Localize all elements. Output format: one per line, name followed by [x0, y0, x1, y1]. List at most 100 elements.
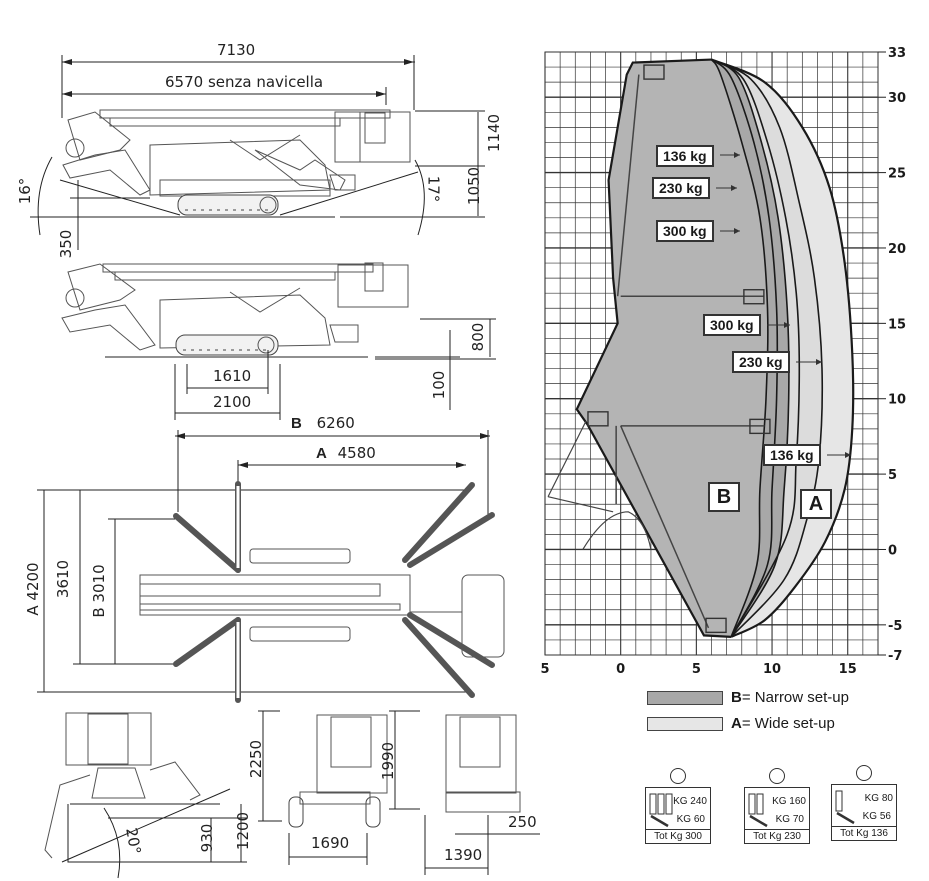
dim-1390: 1390 [444, 846, 483, 864]
load-tag-230: KG 160 KG 70 Tot Kg 230 [744, 768, 810, 844]
dim-1610: 1610 [213, 367, 252, 385]
y-tick-label: 20 [888, 242, 906, 257]
arc-front [37, 156, 53, 236]
people-icon [748, 793, 764, 815]
kg-total: Tot Kg 230 [745, 829, 809, 843]
boom-vertical [616, 74, 640, 297]
kg-tools: KG 56 [862, 811, 891, 822]
load-callout-a-136-kg: 136 kg [763, 444, 821, 466]
dim-7130: 7130 [217, 41, 256, 59]
x-tick-label: 0 [616, 662, 625, 677]
basket-top [643, 64, 665, 80]
kg-total: Tot Kg 136 [832, 826, 896, 840]
callout-arrowhead [734, 152, 740, 158]
load-callout-b-230-kg: 230 kg [652, 177, 710, 199]
dim-6260: 6260 [316, 414, 355, 432]
envelope-curve-b-136-kg [711, 58, 790, 638]
load-tag-136: KG 80 KG 56 Tot Kg 136 [831, 765, 897, 841]
front-view-wide [288, 714, 388, 828]
y-tick-label: -7 [888, 649, 902, 664]
dim-250: 250 [508, 813, 537, 831]
hook-ring-icon [670, 768, 686, 784]
arc-rear [414, 159, 425, 236]
x-tick-label: 10 [763, 662, 781, 677]
y-tick-label: 30 [888, 91, 906, 106]
arrowhead [404, 59, 414, 65]
slope-line [61, 788, 231, 863]
chart-machine-sketch [547, 64, 771, 634]
wrench-icon [650, 814, 669, 828]
a-width-key: A [316, 445, 327, 462]
load-callout-b-300-kg: 300 kg [656, 220, 714, 242]
boom-left [547, 421, 587, 497]
chart-ticks: 33 30 25 20 15 10 5 0 -5 -7 5 0 5 10 15 [540, 46, 906, 677]
kg-total: Tot Kg 300 [646, 829, 710, 843]
legend-key-b: B [731, 689, 742, 706]
arc-20 [103, 807, 121, 879]
wrench-icon [749, 814, 768, 828]
envelope-curve-a-230-kg [711, 58, 824, 638]
arrowhead [62, 59, 72, 65]
y-tick-label: -5 [888, 619, 902, 634]
basket-lower [749, 418, 771, 435]
people-icon [649, 793, 673, 815]
arrowhead [175, 433, 185, 439]
callout-arrowhead [845, 452, 851, 458]
arrowhead [62, 91, 72, 97]
machine-slope-sketch [44, 712, 201, 859]
load-tag-300: KG 240 KG 60 Tot Kg 300 [645, 768, 711, 844]
x-tick-label: 5 [692, 662, 701, 677]
basket-upper [743, 289, 765, 305]
callout-arrowhead [816, 359, 822, 365]
basket-left [587, 411, 609, 427]
callout-arrowhead [734, 228, 740, 234]
load-callout-b-136-kg: 136 kg [656, 145, 714, 167]
envelope-curve-b-300-kg [710, 59, 769, 638]
envelope-curve-b-230-kg [710, 58, 779, 638]
dim-1690: 1690 [311, 834, 350, 852]
envelope-inner-boundary [575, 58, 732, 639]
angle-line-rear [279, 171, 419, 216]
y-tick-label: 10 [888, 393, 906, 408]
legend-swatch-narrow [647, 690, 723, 705]
envelope-curve-a-136-kg [711, 58, 855, 638]
person-icon [835, 790, 843, 812]
boom-down [619, 425, 710, 629]
arrowhead [456, 462, 466, 468]
y-tick-label: 25 [888, 167, 906, 182]
kg-people: KG 160 [772, 796, 806, 807]
y-tick-label: 15 [888, 317, 906, 332]
kg-tools: KG 60 [676, 814, 705, 825]
b-width-key: B [291, 415, 302, 432]
kg-tools: KG 70 [775, 814, 804, 825]
legend-key-a: A [731, 715, 742, 732]
step-outline [67, 804, 247, 863]
y-tick-label: 0 [888, 543, 897, 558]
arrowhead [376, 91, 386, 97]
dim-4580: 4580 [337, 444, 376, 462]
callout-arrowhead [784, 322, 790, 328]
x-tick-label: 15 [839, 662, 857, 677]
load-callout-a-300-kg: 300 kg [703, 314, 761, 336]
x-tick-label: 5 [540, 662, 549, 677]
outriggers [582, 511, 652, 550]
hook-ring-icon [856, 765, 872, 781]
y-tick-label: 5 [888, 468, 897, 483]
arrowhead [238, 462, 248, 468]
y-tick-label: 33 [888, 46, 906, 61]
dim-2100: 2100 [213, 393, 252, 411]
machine-side-sketch [62, 109, 411, 216]
dim-6570: 6570 senza navicella [165, 73, 324, 91]
legend-swatch-wide [647, 716, 723, 731]
wrench-icon [836, 811, 855, 825]
front-view-narrow [445, 714, 521, 813]
basket-bottom [705, 617, 727, 634]
kg-people: KG 240 [673, 796, 707, 807]
zone-label-a: A [800, 489, 832, 519]
